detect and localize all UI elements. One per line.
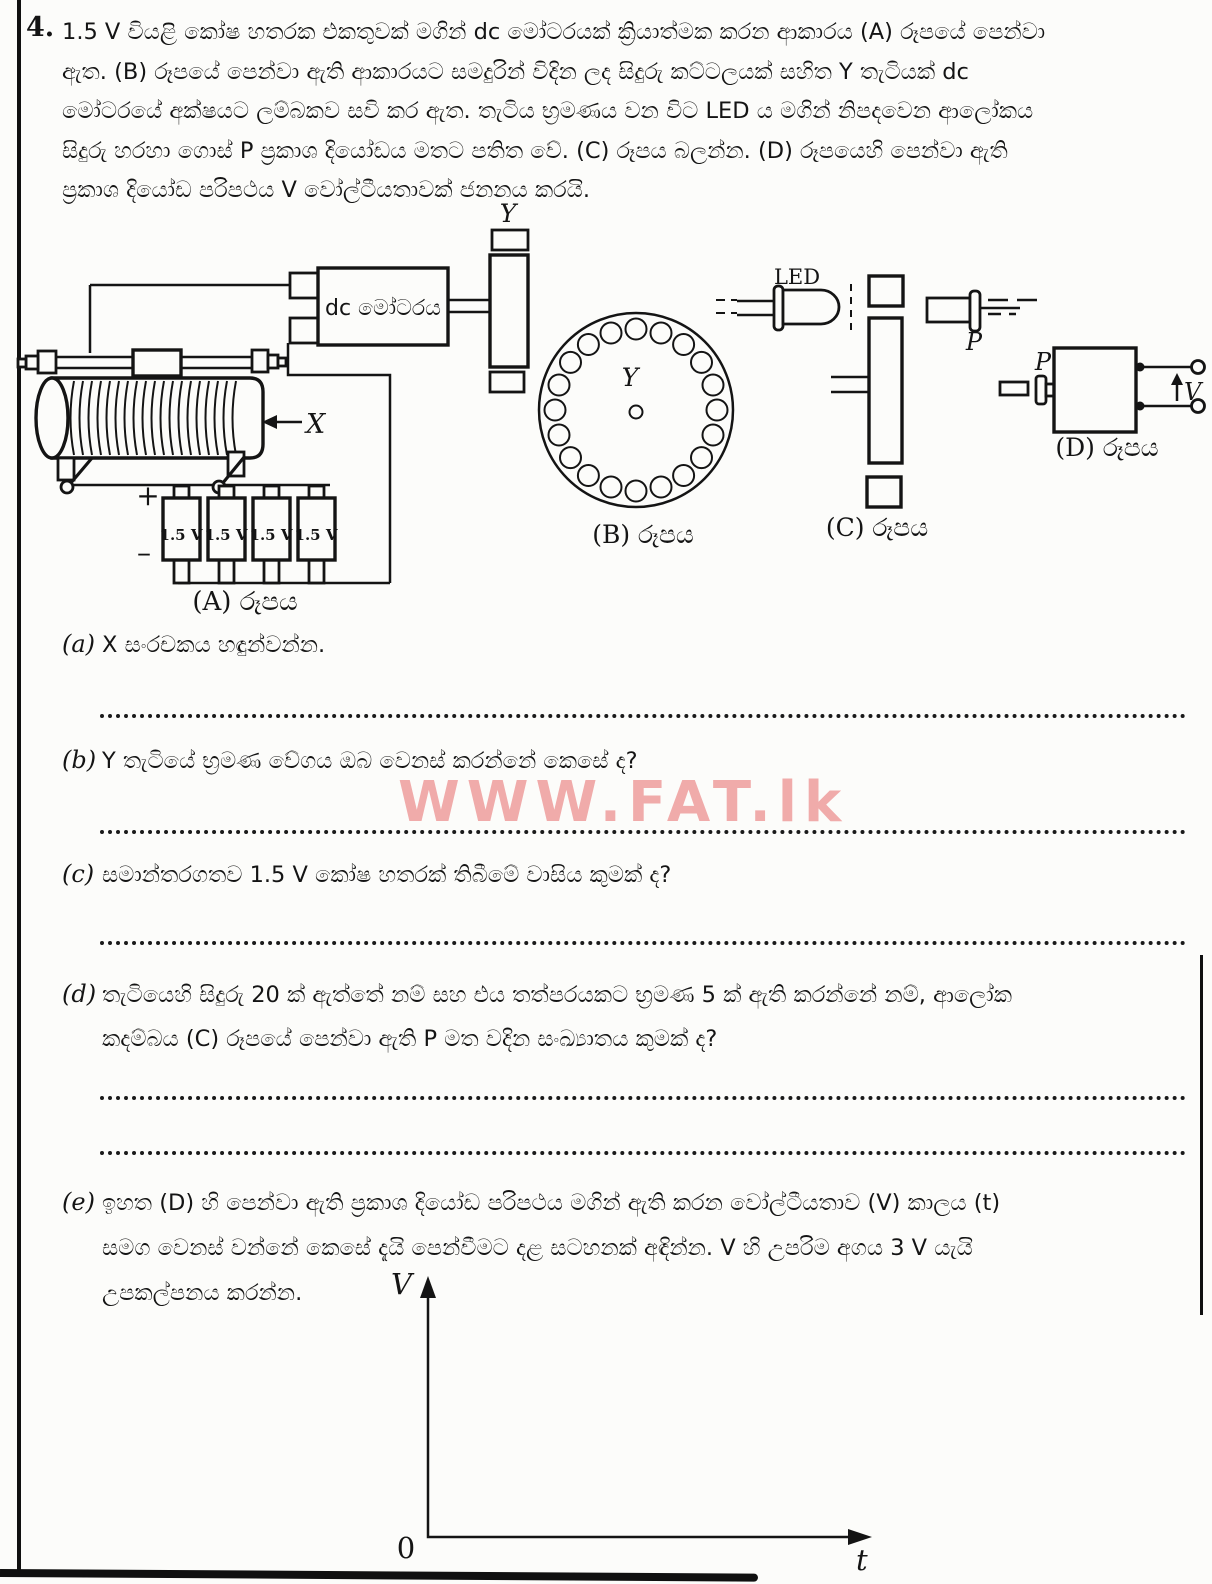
- question-b-text: Y තැටියේ භ්‍රමණ වේගය ඔබ වෙනස් කරන්නේ කෙස…: [102, 748, 638, 774]
- question-a-label: (a): [62, 630, 96, 658]
- coil-turns: [69, 380, 237, 456]
- apparatus-figure: dc මෝටරය X: [16, 200, 1206, 617]
- intro-line-3: මෝටරයේ අක්ෂයට ලම්බකව සවි කර ඇත. තැටිය භ්…: [62, 98, 1034, 124]
- answer-line-d1: [100, 1096, 1186, 1100]
- circuit-box: [1052, 346, 1138, 434]
- terminal-bottom: [1190, 398, 1206, 414]
- motor-shaft: [448, 298, 492, 314]
- rheostat: X: [16, 348, 327, 495]
- led-label: LED: [774, 265, 820, 289]
- question-c-label: (c): [62, 860, 95, 888]
- watermark: WWW.FAT.lk: [398, 770, 849, 835]
- answer-line-a: [100, 714, 1186, 718]
- question-c-text: සමාන්තරගතව 1.5 V කෝෂ හතරක් තිබීමේ වාසිය …: [102, 862, 672, 888]
- intro-line-2: ඇත. (B) රූපයේ පෙන්වා ඇති ආකාරයට සමදුරින්…: [62, 58, 969, 85]
- plus-sign: +: [136, 479, 159, 512]
- question-e-label: (e): [62, 1188, 95, 1216]
- figure-d-caption: (D) රූපය: [1055, 433, 1158, 462]
- slotted-disc-side-view: [831, 274, 905, 509]
- photodiode-c: P: [925, 289, 1040, 356]
- cell-4: [296, 496, 337, 562]
- circuit-wires: [65, 283, 392, 585]
- question-a-text: X සංරචකය හඳුන්වන්න.: [102, 632, 326, 658]
- question-intro: 1.5 V වියළි කෝෂ හතරක එකතුවක් මගින් dc මෝ…: [62, 13, 1192, 211]
- axle-y-label: Y: [500, 200, 519, 228]
- intro-line-1: 1.5 V වියළි කෝෂ හතරක එකතුවක් මගින් dc මෝ…: [62, 19, 1046, 45]
- figure-c-caption: (C) රූපය: [826, 513, 928, 542]
- cell-3: [251, 496, 292, 562]
- cell-1-label: 1.5 V: [160, 526, 203, 544]
- figure-b-caption: (B) රූපය: [592, 520, 694, 549]
- vt-graph: V 0 t: [391, 1267, 872, 1577]
- question-e-text-1: ඉහත (D) හි පෙන්වා ඇති ප්‍රකාශ දියෝඩ පරිප…: [102, 1190, 1001, 1216]
- photodiode-circuit-d: P V: [998, 346, 1206, 434]
- cell-2-label: 1.5 V: [205, 526, 248, 544]
- question-d-text-1: තැටියෙහි සිදුරු 20 ක් ඇත්තේ නම් සහ එය තත…: [102, 982, 1012, 1008]
- led: LED: [716, 265, 852, 334]
- left-clip: [68, 456, 94, 486]
- right-clip: [220, 454, 247, 486]
- x-axis-arrowhead: [848, 1529, 872, 1545]
- led-bulb: [781, 288, 841, 326]
- p-label-c: P: [965, 328, 983, 356]
- disc-axle: [831, 375, 869, 394]
- question-e-text-3: උපකල්පනය කරන්න.: [102, 1280, 303, 1306]
- answer-line-d2: [100, 1151, 1186, 1155]
- question-d-text-2: කදම්බය (C) රූපයේ පෙන්වා ඇති P මත වදින සං…: [102, 1026, 718, 1052]
- slider-knob: [131, 348, 183, 378]
- disc-holes: [543, 317, 729, 503]
- graph-axes: [426, 1296, 852, 1539]
- intro-line-5: ප්‍රකාශ දියෝඩ පරිපථය V වෝල්ටීයතාවක් ජනනය…: [62, 177, 591, 203]
- p-label-d: P: [1034, 348, 1052, 376]
- cell-3-label: 1.5 V: [250, 526, 293, 544]
- dc-motor: dc මෝටරය: [288, 266, 492, 347]
- disc-front-view: Y: [537, 311, 735, 509]
- graph-t-label: t: [856, 1543, 868, 1577]
- disc-center-hole: [628, 404, 644, 420]
- coil-body: [50, 376, 265, 460]
- question-d-label: (d): [62, 980, 97, 1008]
- minus-sign: –: [137, 536, 151, 569]
- x-label: X: [304, 409, 327, 440]
- scan-border-right: [1200, 955, 1203, 1315]
- dc-motor-label: dc මෝටරය: [325, 296, 441, 321]
- terminal-top: [1190, 359, 1206, 375]
- graph-v-label: V: [391, 1267, 415, 1301]
- v-label: V: [1184, 378, 1204, 406]
- coil-end-cap: [34, 376, 70, 460]
- question-number: 4.: [26, 12, 55, 43]
- disc-y-label: Y: [622, 363, 641, 392]
- question-b-label: (b): [62, 746, 97, 774]
- cell-1: [161, 496, 202, 562]
- answer-line-b: [100, 830, 1186, 834]
- disc-side-view: Y: [488, 200, 530, 394]
- cell-4-label: 1.5 V: [295, 526, 338, 544]
- scan-border-left: [17, 0, 21, 1572]
- question-e-text-2: සමග වෙනස් වන්නේ කෙසේ දැයි පෙන්වීමට දළ සට…: [102, 1235, 973, 1261]
- graph-origin-label: 0: [397, 1531, 415, 1565]
- battery-pack: 1.5 V 1.5 V 1.5 V 1.5 V + –: [136, 479, 338, 585]
- answer-line-c: [100, 941, 1186, 945]
- cell-2: [206, 496, 247, 562]
- figure-a-caption: (A) රූපය: [192, 587, 297, 617]
- y-axis-arrowhead: [420, 1276, 436, 1298]
- intro-line-4: සිදුරු හරහා ගොස් P ප්‍රකාශ දියෝඩය මතට පත…: [62, 137, 1008, 164]
